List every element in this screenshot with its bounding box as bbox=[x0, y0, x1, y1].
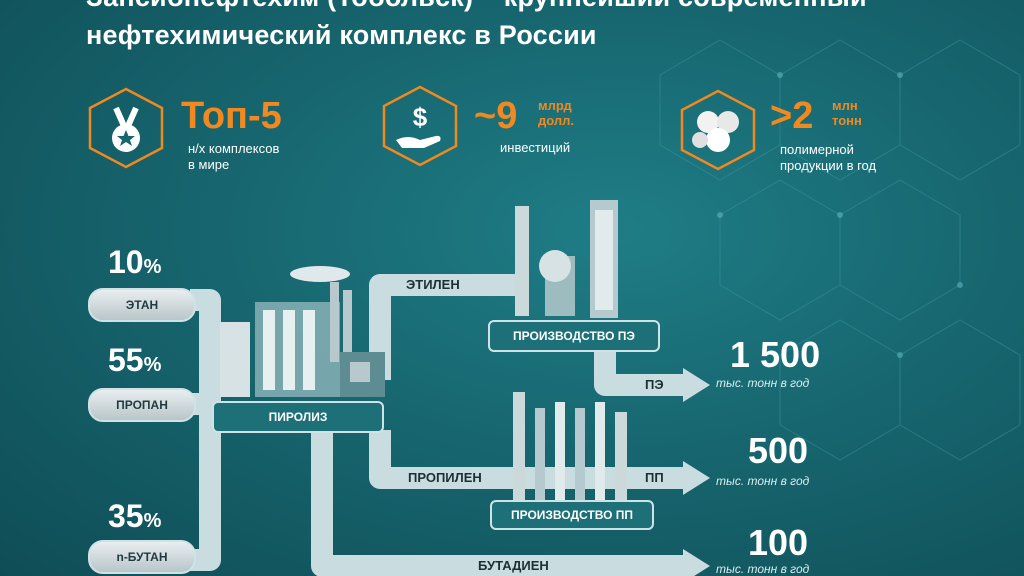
stream-pe-label: ПЭ bbox=[645, 377, 664, 392]
feed-propane-pct-sign: % bbox=[143, 354, 162, 376]
feed-ethane-number: 10 bbox=[108, 244, 144, 280]
highlight-investment-value: ~9 bbox=[474, 95, 518, 137]
pe-plant-box: ПРОИЗВОДСТВО ПЭ bbox=[488, 320, 660, 352]
title-line-1: Запсибнефтехим (Тобольск) – крупнейший с… bbox=[86, 0, 867, 16]
feed-propane-share: 55% bbox=[108, 342, 161, 379]
highlight-investment-unit: млрд долл. bbox=[538, 98, 574, 128]
tank-ethane: ЭТАН bbox=[88, 288, 196, 322]
highlight-investment-caption: инвестиций bbox=[500, 140, 571, 155]
svg-text:$: $ bbox=[413, 102, 428, 132]
dollar-hand-icon: $ bbox=[382, 85, 458, 167]
output-pp-unit: тыс. тонн в год bbox=[716, 474, 810, 488]
output-butadiene-value: 100 bbox=[748, 522, 809, 563]
pp-plant-illustration bbox=[513, 392, 627, 500]
tank-ethane-label: ЭТАН bbox=[125, 298, 159, 312]
highlight-top5-value: Топ-5 bbox=[181, 95, 282, 137]
output-pp-value: 500 bbox=[748, 430, 809, 471]
tank-butane: n-БУТАН bbox=[88, 540, 196, 574]
polymer-pellets-icon bbox=[680, 89, 756, 171]
pp-plant-box: ПРОИЗВОДСТВО ПП bbox=[490, 500, 654, 530]
feed-ethane-share: 10% bbox=[108, 244, 161, 281]
feed-propane-number: 55 bbox=[108, 342, 144, 378]
tank-butane-label: n-БУТАН bbox=[116, 550, 168, 564]
pe-plant-illustration bbox=[515, 200, 618, 318]
tank-propane: ПРОПАН bbox=[88, 388, 196, 422]
output-butadiene-unit: тыс. тонн в год bbox=[716, 562, 810, 576]
title-line-2: нефтехимический комплекс в России bbox=[86, 20, 597, 50]
highlight-top5-caption: н/х комплексов в мире bbox=[188, 141, 280, 172]
feed-butane-number: 35 bbox=[108, 498, 144, 534]
tank-propane-label: ПРОПАН bbox=[116, 398, 168, 412]
page-title: Запсибнефтехим (Тобольск) – крупнейший с… bbox=[86, 0, 867, 54]
pyrolysis-box: ПИРОЛИЗ bbox=[212, 401, 384, 433]
stream-pp-label: ПП bbox=[645, 470, 664, 485]
stream-butadiene-label: БУТАДИЕН bbox=[478, 558, 549, 573]
highlight-polymer-unit: млн тонн bbox=[832, 98, 862, 128]
highlight-polymer-caption: полимерной продукции в год bbox=[780, 142, 877, 173]
stream-ethylene-label: ЭТИЛЕН bbox=[406, 277, 460, 292]
output-pe-value: 1 500 bbox=[730, 334, 821, 375]
pyrolysis-plant-illustration bbox=[220, 266, 385, 397]
output-pe-unit: тыс. тонн в год bbox=[716, 376, 810, 390]
feed-butane-share: 35% bbox=[108, 498, 161, 535]
highlight-polymer-value: >2 bbox=[770, 95, 814, 137]
feed-ethane-pct-sign: % bbox=[143, 256, 162, 278]
medal-icon bbox=[88, 87, 164, 169]
stream-propylene-label: ПРОПИЛЕН bbox=[408, 470, 482, 485]
feed-butane-pct-sign: % bbox=[143, 510, 162, 532]
